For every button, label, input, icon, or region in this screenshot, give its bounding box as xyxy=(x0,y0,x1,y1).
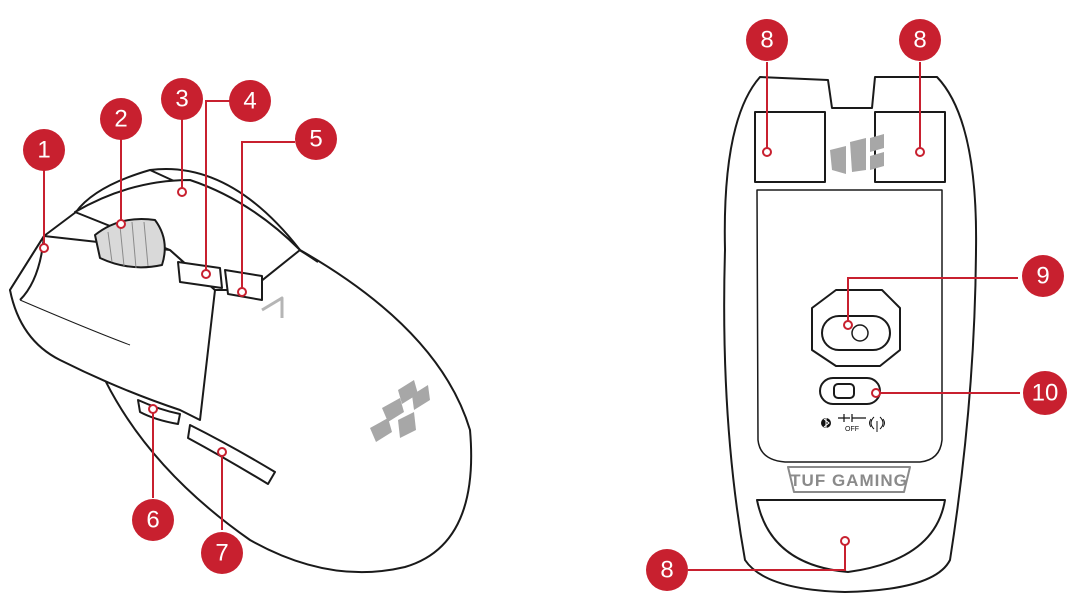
base-tuf-logo-icon xyxy=(830,134,884,174)
svg-text:8: 8 xyxy=(660,557,673,584)
wireless-signal-icon xyxy=(869,416,885,432)
mouse-bottom-view xyxy=(723,76,978,593)
svg-text:1: 1 xyxy=(37,137,50,164)
brand-text: TUF GAMING xyxy=(790,471,908,490)
bottom-panel xyxy=(756,189,943,463)
callout-5: 5 xyxy=(295,118,337,160)
svg-text:2: 2 xyxy=(114,106,127,133)
switch-position-ticks xyxy=(838,414,866,422)
sensor-window xyxy=(821,315,891,351)
callout-1: 1 xyxy=(23,129,65,171)
mouse-foot-left xyxy=(754,111,826,183)
leader-8c xyxy=(688,541,846,571)
mouse-foot-right xyxy=(874,111,946,183)
leader-lines xyxy=(43,62,1020,571)
bluetooth-icon xyxy=(821,417,831,429)
leader-4 xyxy=(205,100,230,272)
mouse-foot-bottom xyxy=(756,499,946,573)
callout-4: 4 xyxy=(229,80,271,122)
left-button xyxy=(9,235,216,421)
right-button xyxy=(74,179,301,291)
svg-text:9: 9 xyxy=(1036,263,1049,290)
svg-text:5: 5 xyxy=(309,126,322,153)
svg-text:8: 8 xyxy=(760,27,773,54)
sensor-lens xyxy=(851,324,869,342)
callout-8-top-right: 8 xyxy=(899,19,941,61)
small-arrow xyxy=(261,296,284,318)
callout-8-top-left: 8 xyxy=(746,19,788,61)
tuf-logo-icon xyxy=(370,380,430,442)
side-top-button xyxy=(224,269,263,301)
scroll-wheel-texture xyxy=(107,221,149,269)
callout-3: 3 xyxy=(161,78,203,120)
mode-switch-slider xyxy=(833,383,855,399)
callout-10: 10 xyxy=(1023,371,1067,415)
leader-9 xyxy=(847,277,1018,325)
callout-8-bottom: 8 xyxy=(646,549,688,591)
left-button-edge xyxy=(19,299,131,346)
brand-plate xyxy=(787,466,911,493)
svg-text:6: 6 xyxy=(146,507,159,534)
callout-9: 9 xyxy=(1022,255,1064,297)
thumb-back-button xyxy=(187,424,276,485)
callout-2: 2 xyxy=(100,98,142,140)
leader-dots xyxy=(39,147,925,546)
switch-off-label: OFF xyxy=(845,426,859,433)
svg-text:4: 4 xyxy=(243,88,256,115)
svg-text:10: 10 xyxy=(1032,380,1059,407)
callouts: 1 2 3 4 5 6 7 8 8 8 9 10 xyxy=(23,19,1067,591)
leader-5 xyxy=(241,141,295,290)
svg-text:3: 3 xyxy=(175,86,188,113)
svg-text:7: 7 xyxy=(215,540,228,567)
callout-7: 7 xyxy=(201,532,243,574)
svg-text:8: 8 xyxy=(913,27,926,54)
mouse-side-view xyxy=(9,168,473,574)
switch-labels: OFF xyxy=(821,414,885,433)
callout-6: 6 xyxy=(132,499,174,541)
